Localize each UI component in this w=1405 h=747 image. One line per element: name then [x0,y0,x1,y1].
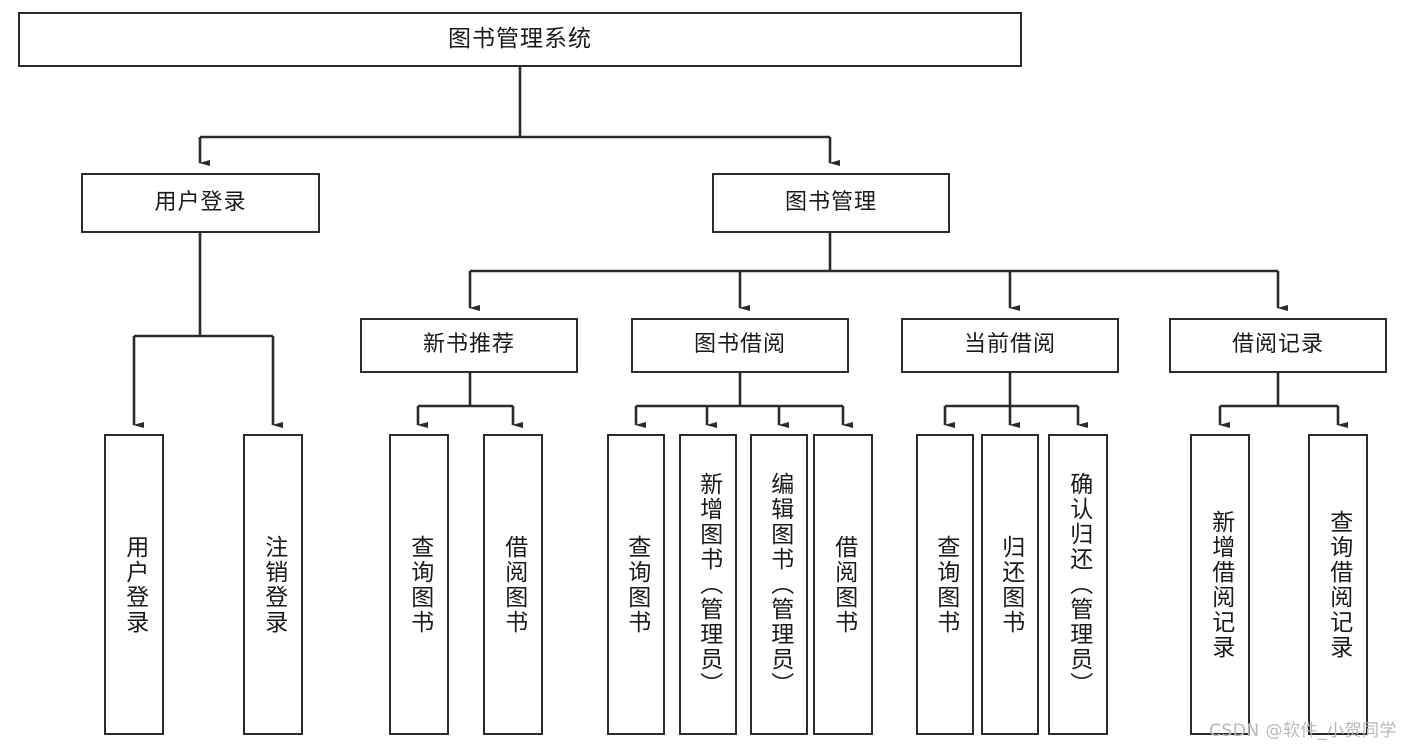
node-leaf-user-logout[interactable]: 注销登录 [243,434,303,735]
node-leaf-add-borrow-record[interactable]: 新增借阅记录 [1190,434,1250,735]
watermark: CSDN @软件_小贺同学 [1209,721,1397,741]
node-user-login[interactable]: 用户登录 [81,173,320,233]
node-label: 查询图书 [932,534,959,635]
node-label: 确认归还（管理员） [1065,472,1092,697]
node-label: 新增借阅记录 [1207,509,1234,660]
node-label: 用户登录 [121,534,148,635]
node-label: 图书借阅 [693,332,786,358]
node-leaf-add-book-admin[interactable]: 新增图书（管理员） [679,434,737,735]
node-label: 归还图书 [997,534,1024,635]
node-leaf-borrow-book[interactable]: 借阅图书 [813,434,873,735]
node-label: 当前借阅 [963,332,1056,358]
node-label: 注销登录 [260,534,287,635]
node-leaf-borrow-book-recommend[interactable]: 借阅图书 [483,434,543,735]
node-label: 新增图书（管理员） [695,472,722,697]
node-root-book-management-system[interactable]: 图书管理系统 [18,12,1022,67]
node-label: 查询图书 [623,534,650,635]
node-label: 用户登录 [154,189,247,215]
node-label: 新书推荐 [422,332,515,358]
node-leaf-return-book[interactable]: 归还图书 [981,434,1039,735]
node-leaf-query-book-recommend[interactable]: 查询图书 [389,434,449,735]
node-current-borrow[interactable]: 当前借阅 [901,318,1119,373]
node-label: 编辑图书（管理员） [766,472,793,697]
node-book-management[interactable]: 图书管理 [712,173,950,233]
node-leaf-edit-book-admin[interactable]: 编辑图书（管理员） [750,434,808,735]
node-label: 查询图书 [406,534,433,635]
node-leaf-query-borrow-record[interactable]: 查询借阅记录 [1308,434,1368,735]
node-borrow-record[interactable]: 借阅记录 [1169,318,1387,373]
node-leaf-confirm-return-admin[interactable]: 确认归还（管理员） [1048,434,1108,735]
node-label: 图书管理 [784,189,877,215]
node-leaf-query-book-borrow[interactable]: 查询图书 [607,434,665,735]
node-leaf-user-login[interactable]: 用户登录 [104,434,164,735]
node-label: 查询借阅记录 [1325,509,1352,660]
node-new-book-recommend[interactable]: 新书推荐 [360,318,578,373]
node-leaf-query-book-current[interactable]: 查询图书 [916,434,974,735]
node-label: 图书管理系统 [448,25,592,52]
node-label: 借阅记录 [1231,332,1324,358]
node-label: 借阅图书 [500,534,527,635]
node-book-borrow[interactable]: 图书借阅 [631,318,849,373]
node-label: 借阅图书 [830,534,857,635]
